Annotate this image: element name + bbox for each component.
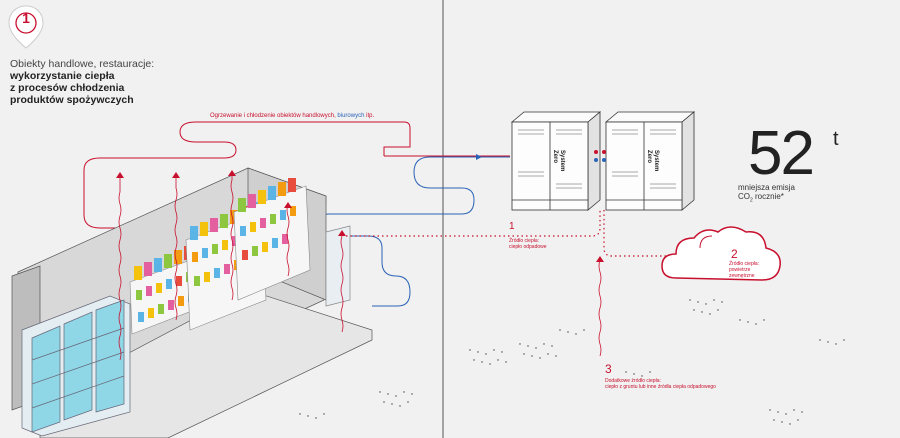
source-3-label: Dodatkowe źródło ciepła: ciepło z gruntu…: [605, 378, 716, 390]
co2-text: CO: [738, 192, 750, 201]
air-dotted-line: [603, 210, 666, 257]
heating-label-part-3: itp.: [366, 113, 375, 119]
source-2-line-2: powietrze: [729, 267, 751, 273]
shelf-row-3: [233, 178, 311, 301]
heating-label-part-1: Ogrzewanie i chłodzenie obiektów handlow…: [210, 113, 336, 119]
heat-pump-unit-2: [604, 111, 696, 211]
unit-1-label-line-1: System: [559, 150, 565, 172]
source-1-number: 1: [509, 221, 515, 232]
emission-desc-line-2: CO2 rocznie*: [738, 192, 795, 206]
emission-description: mniejsza emisja CO2 rocznie*: [738, 183, 795, 206]
emission-value: 52: [748, 119, 815, 188]
location-pin-badge-icon: [8, 5, 44, 49]
source-3-line-2: ciepło z gruntu lub inne źródła ciepła o…: [605, 384, 716, 390]
source-3-number: 3: [605, 362, 612, 376]
unit-1-label: System Zero: [551, 150, 565, 171]
ground-heat-arrow: [596, 256, 604, 262]
source-3-line-1: Dodatkowe źródło ciepła:: [605, 378, 661, 384]
badge-number: 1: [22, 10, 30, 26]
intro-line-1: Obiekty handlowe, restauracje:: [10, 58, 155, 70]
intro-text: Obiekty handlowe, restauracje: wykorzyst…: [10, 58, 170, 106]
source-1-line-1: Źródło ciepła:: [509, 238, 540, 244]
unit-2-label: System Zero: [645, 150, 659, 171]
heat-arrow-heads: [116, 170, 346, 236]
waste-heat-dotted-line: [346, 210, 601, 237]
emission-rocznie: rocznie*: [752, 192, 784, 201]
refrigerator: [21, 295, 131, 437]
heat-pump-unit-1: [510, 111, 602, 211]
cloud-outline-back: [699, 235, 713, 249]
red-heating-pipe: [83, 121, 411, 237]
intro-line-2: wykorzystanie ciepła: [10, 70, 115, 82]
ground-heat-line: [598, 259, 602, 357]
intro-line-4: produktów spożywczych: [10, 94, 134, 106]
co2-subscript: 2: [750, 197, 753, 204]
heating-cooling-label: Ogrzewanie i chłodzenie obiektów handlow…: [210, 113, 374, 119]
source-1-line-2: ciepło odpadowe: [509, 244, 547, 250]
unit-2-label-line-2: Zero: [646, 150, 652, 164]
emission-unit: t: [833, 128, 839, 150]
heating-label-part-2: biurowych: [337, 113, 365, 119]
intro-line-3: z procesów chłodzenia: [10, 82, 125, 94]
unit-2-label-line-1: System: [653, 150, 659, 172]
ground-dots: [299, 299, 845, 425]
unit-1-label-line-2: Zero: [552, 150, 558, 164]
flow-arrow-blue: [476, 154, 482, 160]
source-2-line-1: Źródło ciepła:: [729, 261, 760, 267]
source-2-line-3: zewnętrzne: [729, 273, 755, 279]
unit-pipe-connectors: [594, 150, 606, 162]
source-2-label: Źródło ciepła: powietrze zewnętrzne: [729, 261, 759, 279]
cloud-icon: [661, 226, 781, 281]
emission-desc-line-1: mniejsza emisja: [738, 183, 795, 192]
source-2-number: 2: [731, 247, 738, 261]
heat-rise-lines: [118, 176, 344, 361]
source-1-label: Źródło ciepła: ciepło odpadowe: [509, 238, 547, 250]
